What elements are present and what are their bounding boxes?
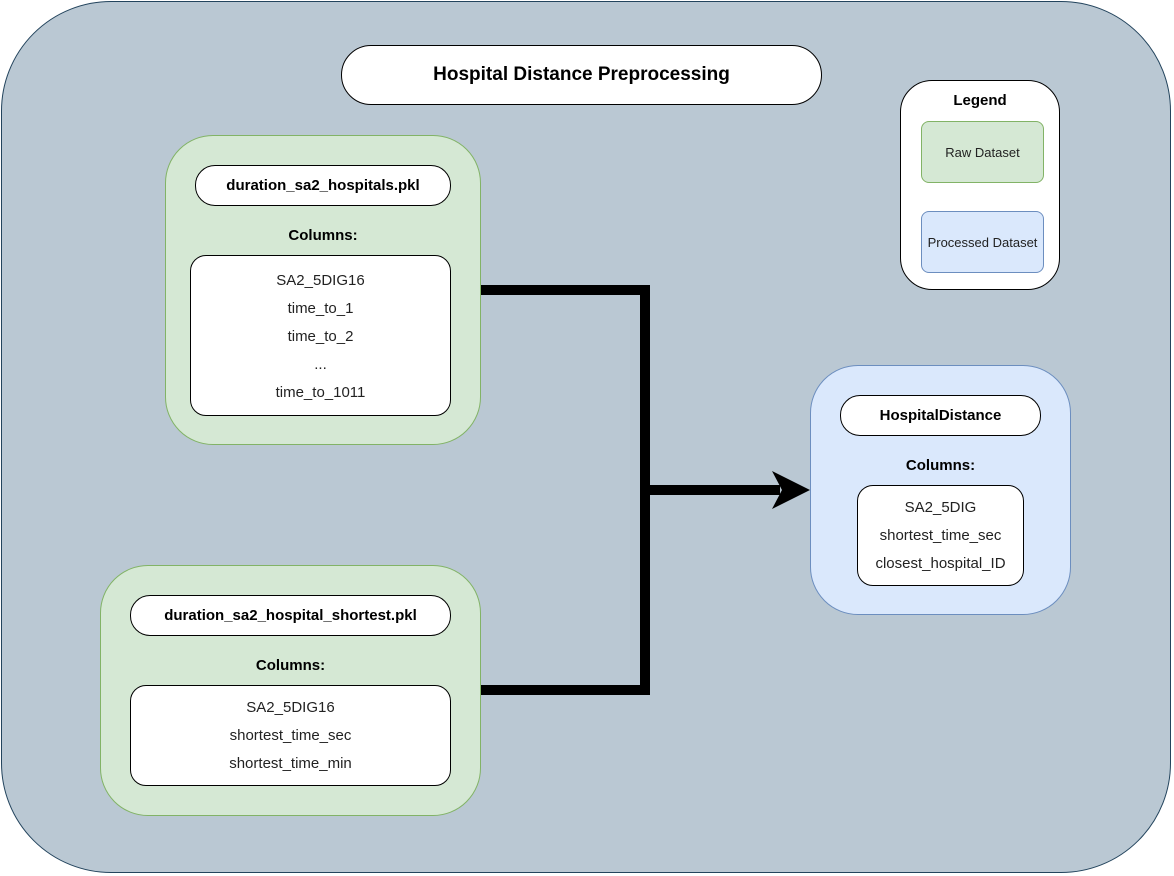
column-item: shortest_time_min [229, 755, 352, 772]
columns-label-hospitaldistance: Columns: [905, 457, 976, 474]
legend-processed-swatch: Processed Dataset [921, 211, 1044, 273]
diagram-title: Hospital Distance Preprocessing [341, 45, 822, 105]
column-item: time_to_2 [287, 328, 354, 345]
column-item: SA2_5DIG16 [246, 699, 335, 716]
column-item: shortest_time_sec [879, 527, 1002, 544]
columns-list-hospitaldistance: SA2_5DIG shortest_time_sec closest_hospita… [857, 485, 1024, 586]
dataset-name-hospitaldistance: HospitalDistance [840, 395, 1041, 436]
columns-list-shortest: SA2_5DIG16 shortest_time_sec shortest_time… [130, 685, 451, 786]
column-item: ... [314, 356, 327, 373]
legend-title: Legend [953, 92, 1007, 109]
dataset-name-shortest: duration_sa2_hospital_shortest.pkl [130, 595, 451, 636]
column-item: time_to_1011 [275, 384, 366, 401]
column-item: closest_hospital_ID [875, 555, 1006, 572]
legend-raw-swatch: Raw Dataset [921, 121, 1044, 183]
columns-label-hospitals: Columns: [288, 227, 358, 244]
column-item: SA2_5DIG [904, 499, 977, 516]
dataset-name-hospitals: duration_sa2_hospitals.pkl [195, 165, 451, 206]
columns-list-hospitals: SA2_5DIG16 time_to_1 time_to_2... time_to_1… [190, 255, 451, 416]
column-item: time_to_1 [287, 300, 354, 317]
columns-label-shortest: Columns: [255, 657, 326, 674]
column-item: shortest_time_sec [229, 727, 352, 744]
legend: Legend Raw Dataset Processed Dataset [900, 80, 1060, 290]
column-item: SA2_5DIG16 [276, 272, 365, 289]
